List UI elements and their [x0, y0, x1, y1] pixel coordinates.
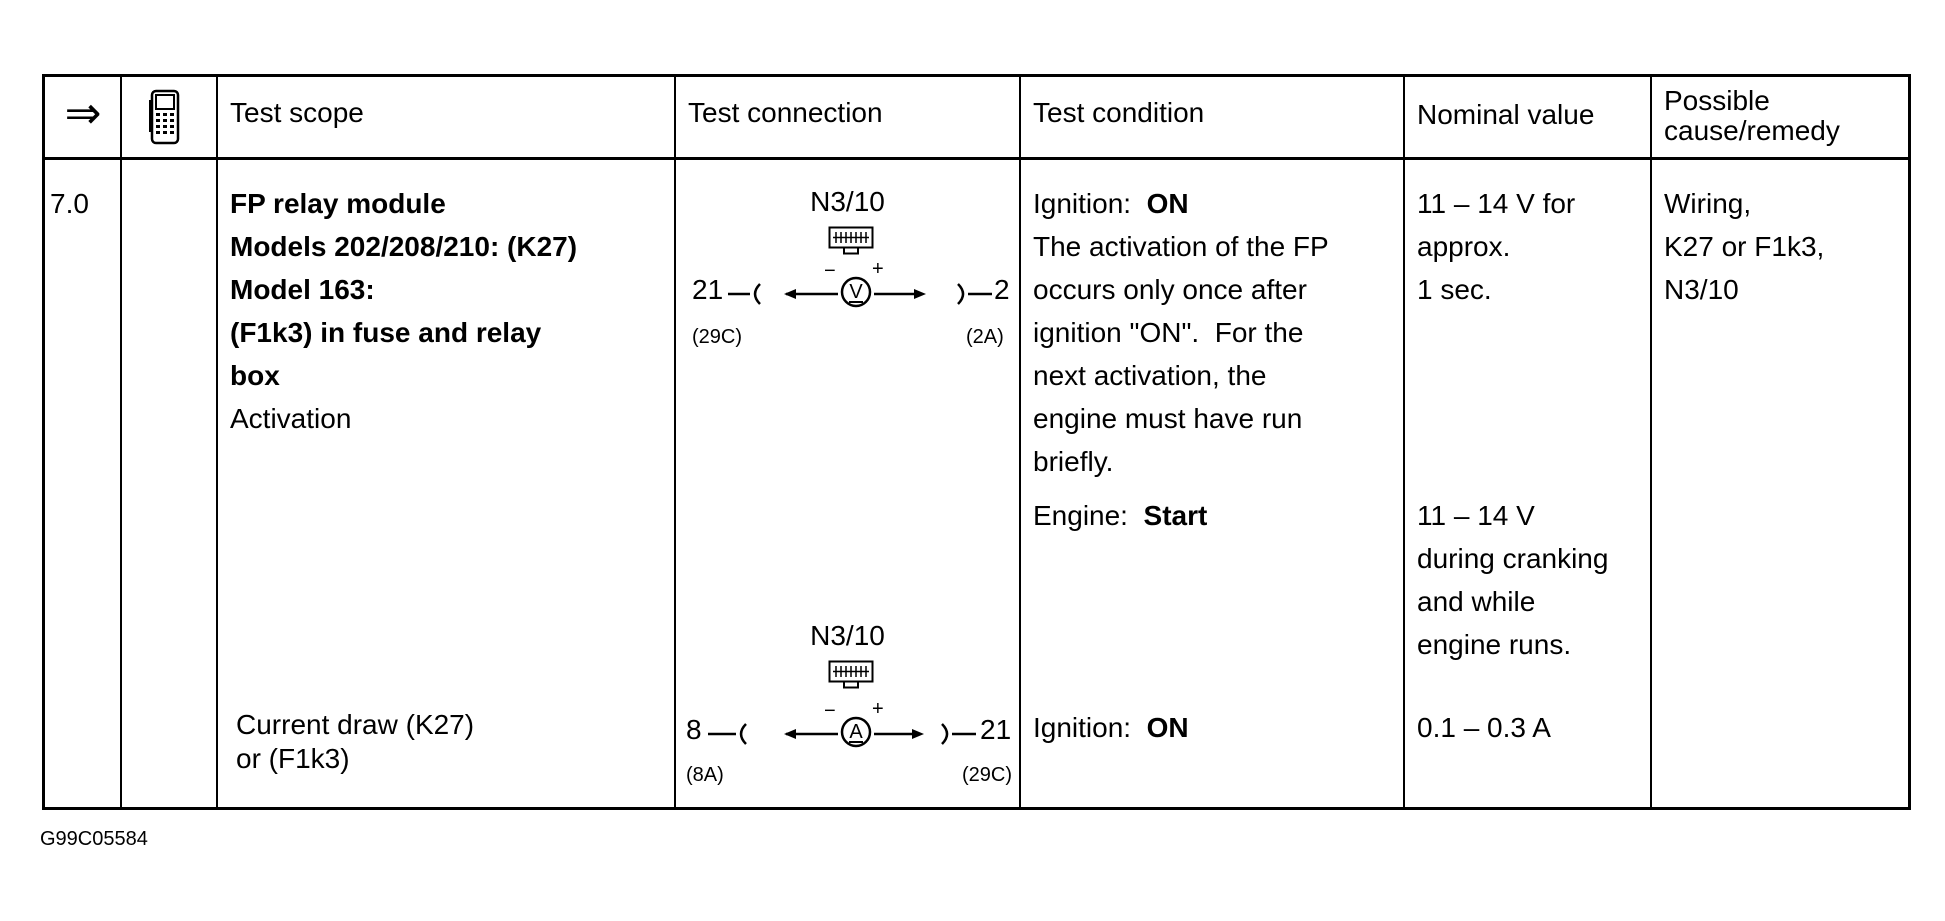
- meter-letter: V: [849, 281, 863, 303]
- nominal-2-line-2: during cranking: [1417, 543, 1609, 574]
- right-pin: 2: [994, 274, 1010, 305]
- module-label: N3/10: [810, 620, 885, 651]
- step-number: 7.0: [50, 188, 89, 219]
- header-nominal-value: Nominal value: [1417, 99, 1595, 130]
- header-test-condition: Test condition: [1033, 97, 1205, 128]
- nominal-2-line-3: and while: [1417, 586, 1536, 617]
- scope-line-1: FP relay module: [230, 188, 446, 219]
- condition-note-5: engine must have run: [1033, 403, 1303, 434]
- header-test-scope: Test scope: [230, 97, 364, 128]
- handheld-tester-icon: [146, 88, 186, 148]
- table-border-left: [42, 74, 45, 810]
- header-test-connection: Test connection: [688, 97, 883, 128]
- condition-label: Ignition:: [1033, 188, 1132, 219]
- module-label: N3/10: [810, 186, 885, 217]
- header-arrow: ⇒: [64, 89, 102, 138]
- nominal-2-line-4: engine runs.: [1417, 629, 1572, 660]
- condition-label: Engine:: [1033, 500, 1128, 531]
- header-divider: [42, 157, 1911, 160]
- connection-voltmeter-diagram: N3/10 21 2 V − + (29C): [676, 174, 1019, 374]
- condition-value: ON: [1146, 712, 1189, 743]
- remedy-line-3: N3/10: [1664, 274, 1739, 305]
- left-pin: 8: [686, 714, 702, 745]
- ammeter-wiring: [708, 716, 976, 748]
- nominal-1-line-1: 11 – 14 V for: [1417, 188, 1576, 219]
- connector-icon: [828, 660, 874, 689]
- right-pin-sub: (29C): [962, 764, 1013, 786]
- scope-activation: Activation: [230, 403, 352, 434]
- right-pin-sub: (2A): [966, 326, 1004, 348]
- condition-note-3: ignition "ON". For the: [1033, 317, 1304, 348]
- remedy-line-2: K27 or F1k3,: [1664, 231, 1825, 262]
- connection-ammeter-diagram: N3/10 8 21 A − + (8A): [676, 614, 1019, 804]
- right-pin: 21: [980, 714, 1012, 745]
- meter-minus: −: [824, 260, 836, 282]
- scope-line-3: Model 163:: [230, 274, 375, 305]
- header-possible-cause-line2: cause/remedy: [1664, 115, 1840, 146]
- nominal-2-line-1: 11 – 14 V: [1417, 500, 1535, 531]
- remedy-line-1: Wiring,: [1664, 188, 1752, 219]
- table-border-top: [42, 74, 1911, 77]
- scope-line-4: (F1k3) in fuse and relay: [230, 317, 542, 348]
- col-divider-5: [1403, 74, 1405, 810]
- scope-current-draw-2: or (F1k3): [236, 743, 350, 774]
- condition-value: ON: [1146, 188, 1189, 219]
- figure-id: G99C05584: [40, 828, 148, 850]
- left-pin-sub: (8A): [686, 764, 724, 786]
- connector-icon: [828, 226, 874, 255]
- meter-plus: +: [872, 698, 884, 720]
- col-divider-6: [1650, 74, 1652, 810]
- nominal-1-line-2: approx.: [1417, 231, 1511, 262]
- col-divider-4: [1019, 74, 1021, 810]
- condition-note-6: briefly.: [1033, 446, 1114, 477]
- condition-ignition-on-2: Ignition: ON: [1033, 706, 1189, 749]
- condition-engine-start: Engine: Start: [1033, 494, 1207, 537]
- header-possible-cause-line1: Possible: [1664, 85, 1770, 116]
- nominal-1-line-3: 1 sec.: [1417, 274, 1492, 305]
- condition-ignition-on: Ignition: ON: [1033, 182, 1189, 225]
- scope-current-draw-1: Current draw (K27): [236, 709, 475, 740]
- condition-note-4: next activation, the: [1033, 360, 1267, 391]
- col-divider-2: [216, 74, 218, 810]
- left-pin: 21: [692, 274, 724, 305]
- table-border-right: [1908, 74, 1911, 810]
- col-divider-3: [674, 74, 676, 810]
- voltmeter-wiring: [728, 276, 992, 308]
- scope-line-2: Models 202/208/210: (K27): [230, 231, 578, 262]
- meter-plus: +: [872, 258, 884, 280]
- nominal-3: 0.1 – 0.3 A: [1417, 712, 1551, 743]
- table-border-bottom: [42, 807, 1911, 810]
- left-pin-sub: (29C): [692, 326, 743, 348]
- meter-letter: A: [849, 721, 863, 743]
- condition-note-2: occurs only once after: [1033, 274, 1307, 305]
- meter-minus: −: [824, 700, 836, 722]
- condition-label: Ignition:: [1033, 712, 1132, 743]
- condition-note-1: The activation of the FP: [1033, 231, 1329, 262]
- scope-line-5: box: [230, 360, 280, 391]
- col-divider-1: [120, 74, 122, 810]
- condition-value: Start: [1143, 500, 1208, 531]
- test-table: ⇒ Test scope Test connection Test condit…: [42, 74, 1911, 810]
